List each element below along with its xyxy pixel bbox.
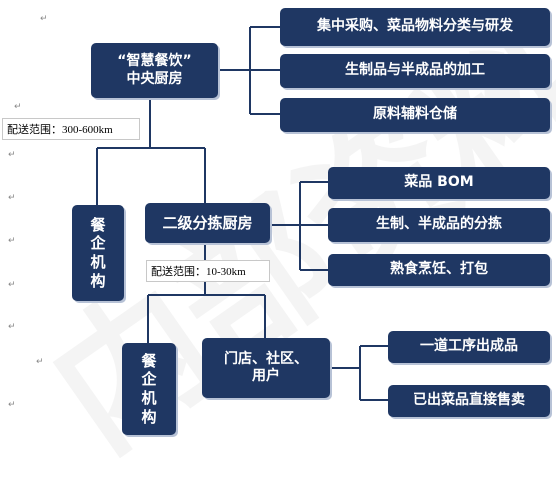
catering-org-node-tier3: 餐 企 机 构 bbox=[122, 343, 176, 435]
paragraph-mark: ↵ bbox=[8, 193, 16, 203]
char: 机 bbox=[141, 389, 157, 407]
connector-lines bbox=[96, 26, 388, 401]
paragraph-mark: ↵ bbox=[40, 14, 48, 24]
store-output-direct-sale: 已出菜品直接售卖 bbox=[388, 385, 550, 417]
store-community-user-node: 门店、社区、 用户 bbox=[202, 338, 330, 398]
catering-org-node-tier2: 餐 企 机 构 bbox=[72, 205, 124, 301]
central-kitchen-line2: 中央厨房 bbox=[126, 70, 183, 87]
central-kitchen-line1: “智慧餐饮” bbox=[117, 53, 192, 69]
store-output-single-step: 一道工序出成品 bbox=[388, 331, 550, 363]
store-line1: 门店、社区、 bbox=[224, 350, 308, 367]
char: 餐 bbox=[90, 215, 106, 234]
paragraph-mark: ↵ bbox=[8, 280, 16, 290]
char: 构 bbox=[90, 271, 106, 290]
char: 餐 bbox=[141, 351, 157, 370]
paragraph-mark: ↵ bbox=[8, 322, 16, 332]
char: 机 bbox=[90, 253, 106, 271]
char: 企 bbox=[141, 370, 157, 389]
paragraph-mark: ↵ bbox=[8, 400, 16, 410]
central-output-procurement: 集中采购、菜品物料分类与研发 bbox=[280, 8, 550, 46]
secondary-output-sorting: 生制、半成品的分拣 bbox=[328, 208, 550, 242]
paragraph-mark: ↵ bbox=[8, 236, 16, 246]
central-output-processing: 生制品与半成品的加工 bbox=[280, 54, 550, 88]
central-range-note: 配送范围：300-600km bbox=[2, 118, 140, 140]
secondary-range-note: 配送范围：10-30km bbox=[146, 260, 270, 282]
char: 构 bbox=[141, 407, 157, 426]
central-kitchen-node: “智慧餐饮” 中央厨房 bbox=[91, 43, 218, 98]
central-output-storage: 原料辅料仓储 bbox=[280, 98, 550, 132]
secondary-output-cooking: 熟食烹饪、打包 bbox=[328, 254, 550, 286]
secondary-sorting-kitchen-node: 二级分拣厨房 bbox=[145, 203, 270, 243]
paragraph-mark: ↵ bbox=[8, 150, 16, 160]
store-line2: 用户 bbox=[252, 368, 280, 384]
paragraph-mark: ↵ bbox=[36, 357, 44, 367]
paragraph-mark: ↵ bbox=[14, 102, 22, 112]
secondary-output-bom: 菜品 BOM bbox=[328, 167, 550, 199]
char: 企 bbox=[90, 234, 106, 253]
